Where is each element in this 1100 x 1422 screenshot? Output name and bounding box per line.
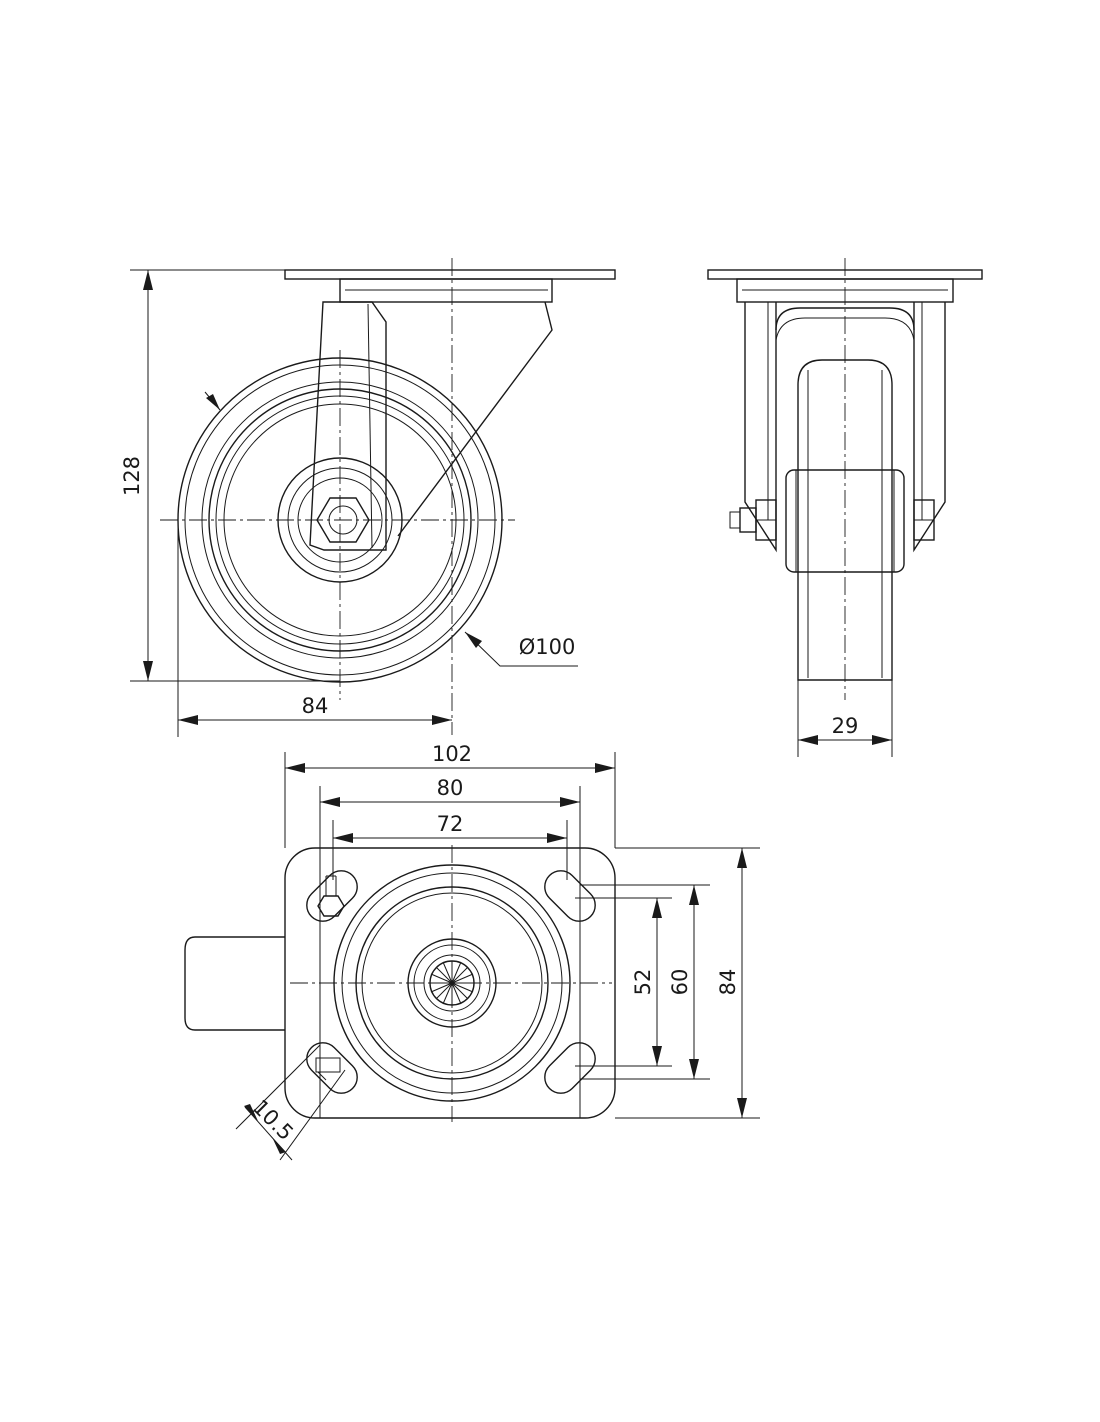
dim-offset-label: 84 [302,694,329,718]
dim-plate-depth-label: 84 [716,969,740,996]
top-mounting-plate [284,847,616,1119]
dim-hole-y-inner-label: 52 [631,969,655,996]
front-view: 29 [707,258,983,757]
top-brake-lever [184,936,285,1031]
front-fork [744,302,946,553]
dim-hole-spacing-outer-label: 80 [437,776,464,800]
side-view: 128 84 Ø100 [120,258,616,737]
side-top-plate [284,269,616,280]
top-hole-bottom-right [544,1042,596,1094]
top-hole-bottom-left [306,1042,358,1094]
dim-hole-y-outer-label: 60 [668,969,692,996]
dim-wheel-diameter-label: Ø100 [519,635,576,659]
dim-hole-spacing-inner-label: 72 [437,812,464,836]
top-view: 102 80 72 52 60 84 [184,742,760,1161]
side-fork-brace [397,301,553,537]
top-hole-top-right [544,870,596,922]
dim-bolt-hole-label: 10.5 [248,1095,298,1145]
dim-wheel-width-label: 29 [832,714,859,738]
dim-plate-width-label: 102 [432,742,472,766]
dim-height-label: 128 [120,456,144,496]
side-fork-leg [309,301,387,551]
